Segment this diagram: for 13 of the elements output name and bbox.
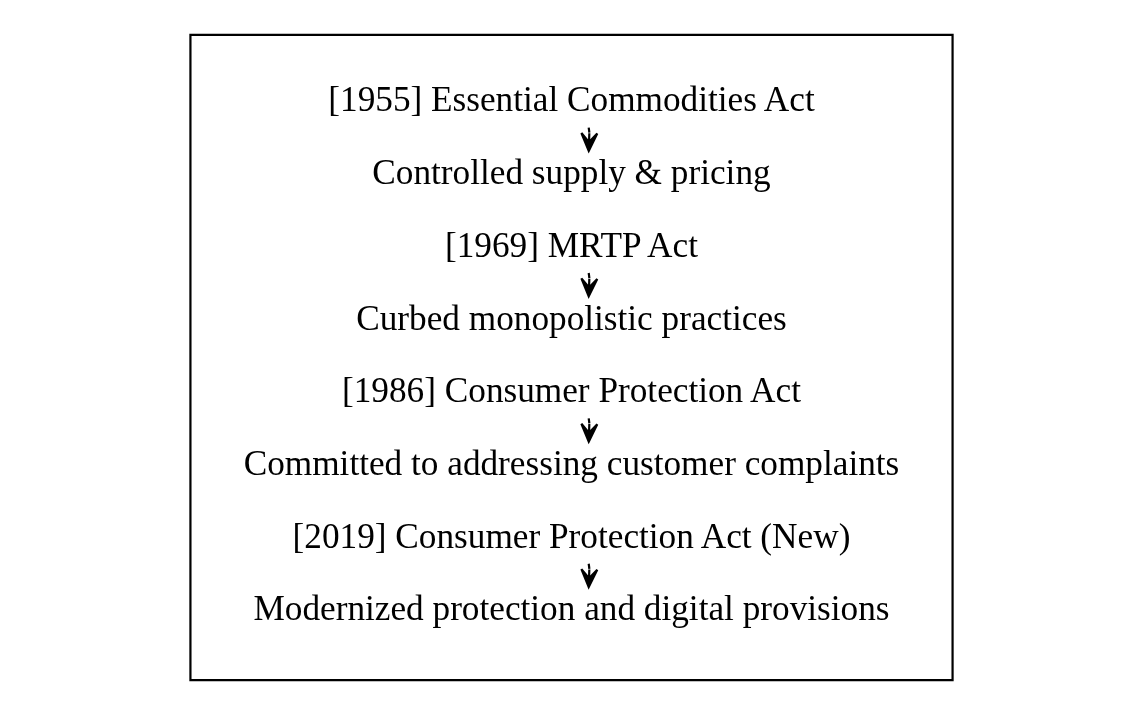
cluster bbox=[189, 33, 954, 682]
arrow bbox=[580, 272, 599, 298]
node-text: [2019] Consumer Protection Act (New) bbox=[292, 516, 851, 556]
node-text: [1955] Essential Commodities Act bbox=[328, 80, 815, 120]
node-text: Modernized protection and digital provisions bbox=[253, 589, 890, 629]
arrow bbox=[580, 563, 599, 589]
node-text: Curbed monopolistic practices bbox=[356, 298, 787, 338]
arrow bbox=[580, 418, 599, 443]
node-text: [1986] Consumer Protection Act bbox=[342, 371, 801, 411]
node-text: Committed to addressing customer complaints bbox=[243, 443, 900, 483]
node-text: [1969] MRTP Act bbox=[444, 225, 699, 265]
arrow bbox=[580, 127, 599, 153]
node-text: Controlled supply & pricing bbox=[372, 153, 771, 193]
